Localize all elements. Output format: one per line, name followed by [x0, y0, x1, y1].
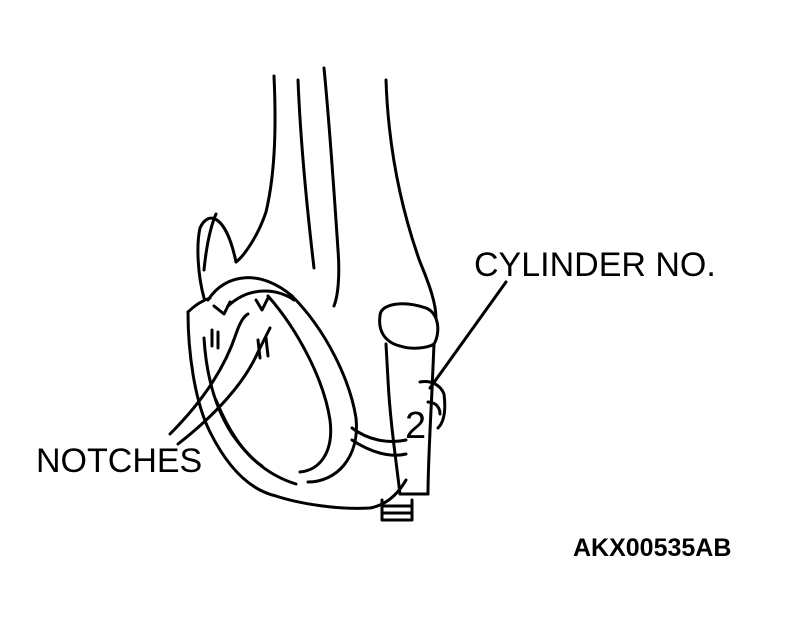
notches-label: NOTCHES	[36, 442, 203, 480]
rod-shank	[234, 66, 438, 320]
bearing-cap	[186, 296, 408, 510]
stamp-pad	[418, 380, 447, 430]
big-end-bore	[206, 276, 358, 484]
left-boss	[196, 212, 238, 300]
cylinder-no-label: CYLINDER NO.	[474, 246, 716, 284]
cap-bolt	[378, 302, 440, 522]
cylinder-no-leader	[428, 280, 508, 390]
cylinder-mark: 2	[405, 405, 426, 447]
figure-code: AKX00535AB	[573, 534, 732, 562]
notches-leaders	[168, 312, 272, 446]
